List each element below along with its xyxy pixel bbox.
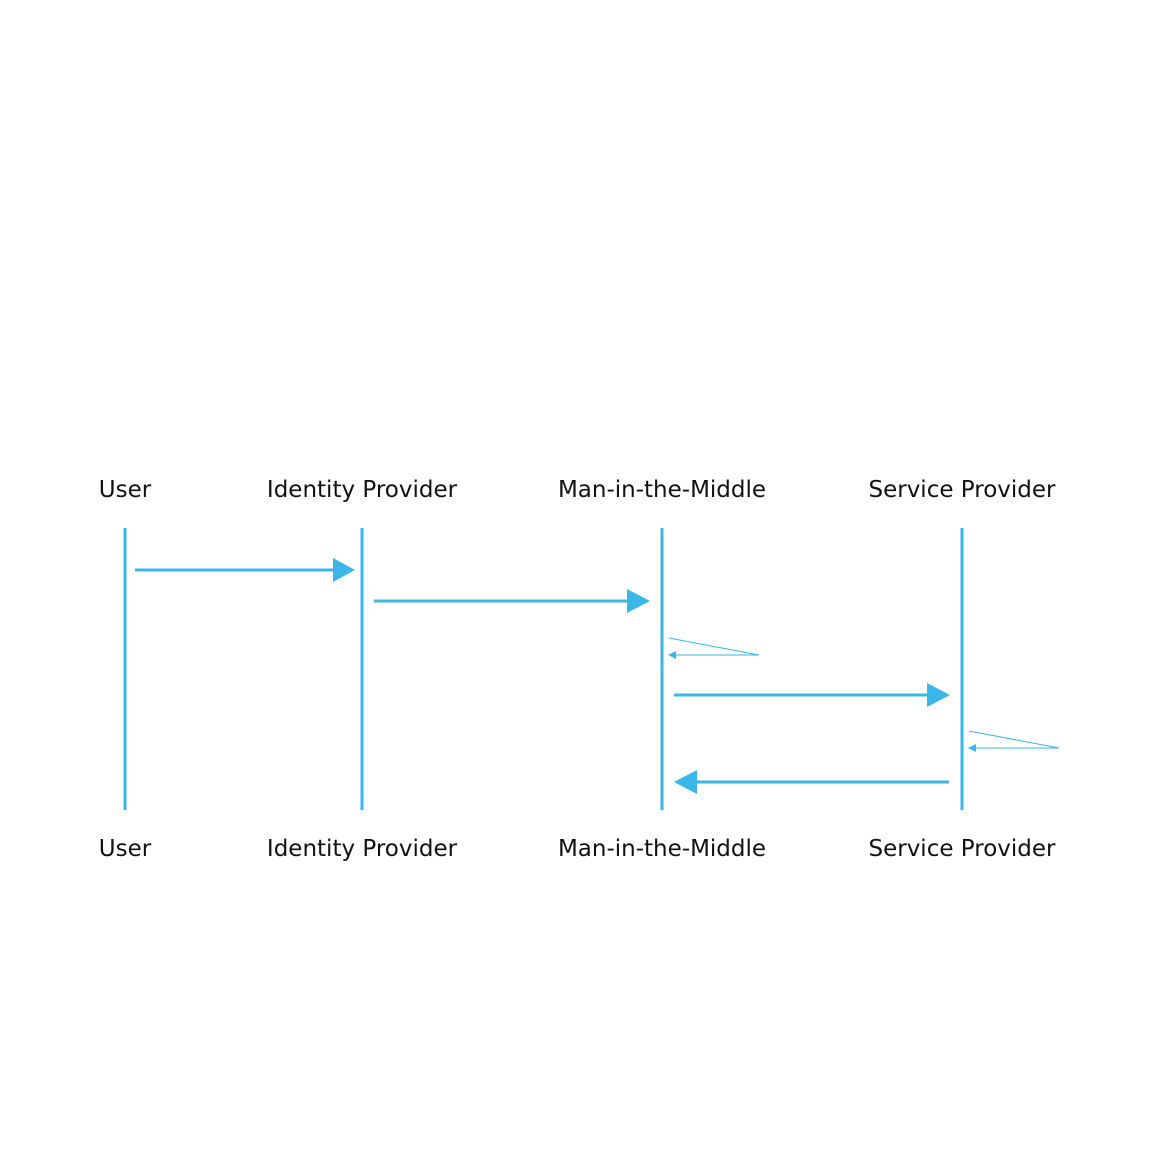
self-message-service-provider [968, 730, 1060, 752]
participant-label-top-user: User [99, 477, 152, 503]
participant-label-bottom-man-in-the-middle: Man-in-the-Middle [558, 836, 766, 862]
message-arrow-service-provider-to-man-in-the-middle [674, 770, 949, 794]
participant-label-bottom-identity-provider: Identity Provider [267, 836, 458, 862]
participant-label-bottom-service-provider: Service Provider [868, 836, 1056, 862]
participant-label-bottom-user: User [99, 836, 152, 862]
message-arrow-user-to-identity-provider [135, 558, 355, 582]
message-arrow-identity-provider-to-man-in-the-middle [374, 589, 650, 613]
message-arrow-man-in-the-middle-to-service-provider [674, 683, 950, 707]
participant-label-top-identity-provider: Identity Provider [267, 477, 458, 503]
participant-label-top-man-in-the-middle: Man-in-the-Middle [558, 477, 766, 503]
participant-label-top-service-provider: Service Provider [868, 477, 1056, 503]
self-message-man-in-the-middle [668, 637, 760, 659]
